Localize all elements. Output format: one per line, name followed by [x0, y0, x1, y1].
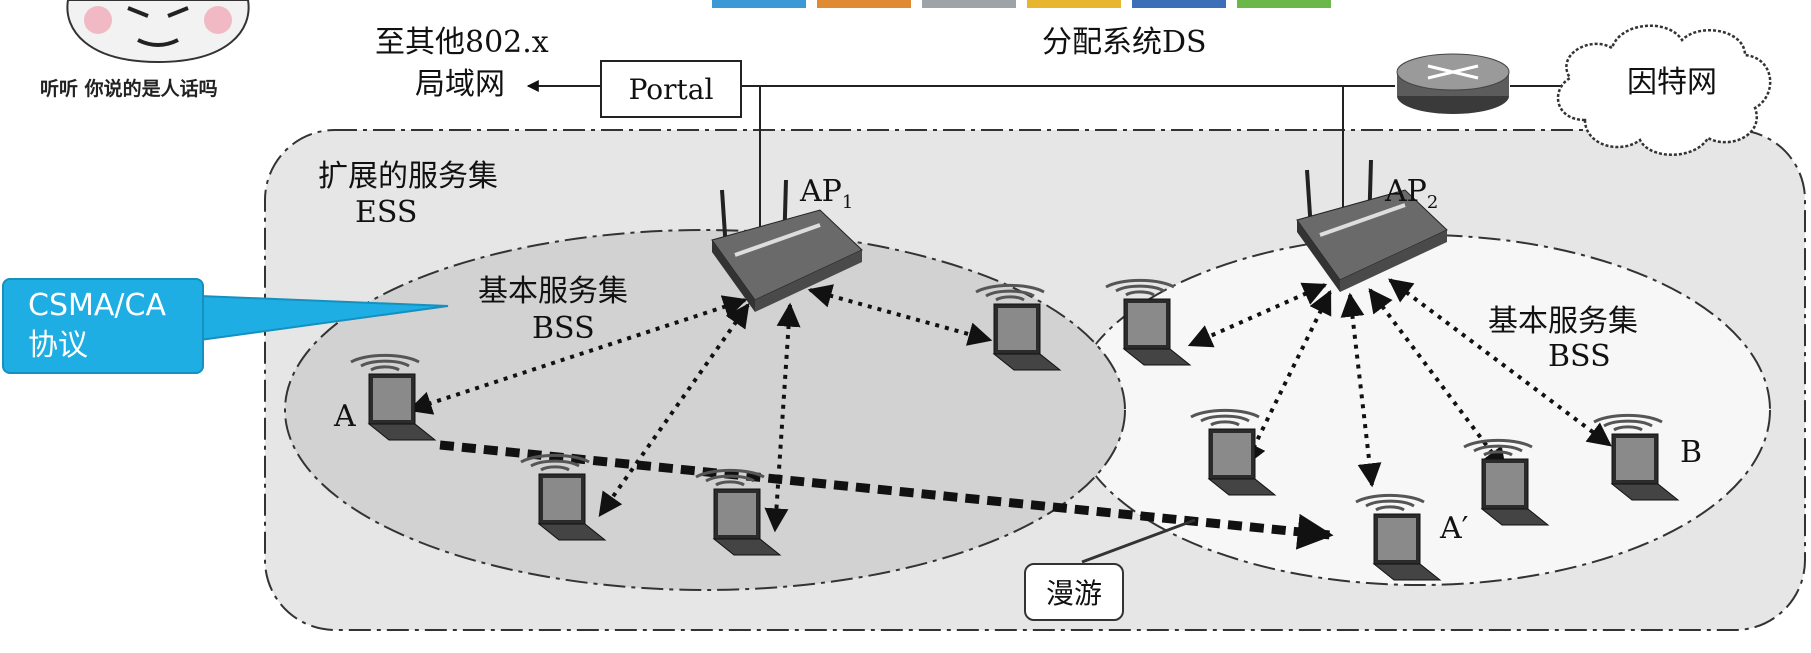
meme-face-image [66, 0, 250, 64]
callout-line1: CSMA/CA [28, 288, 166, 323]
csma-ca-callout: CSMA/CA 协议 [2, 278, 204, 374]
other-lan-label-line1: 至其他802.x [375, 25, 549, 60]
ap1-label: AP1 [800, 175, 853, 220]
callout-line2: 协议 [28, 328, 88, 363]
color-tab-2 [817, 0, 911, 8]
laptop-a-icon [350, 353, 437, 441]
ap1-device-icon [711, 179, 863, 312]
cloud-icon [1556, 24, 1772, 156]
color-tab-3 [922, 0, 1016, 8]
laptop-bottom-left-2-icon [695, 468, 782, 556]
laptop-right-1-icon [1105, 278, 1192, 366]
roaming-box: 漫游 [1024, 563, 1124, 621]
station-b-label: B [1680, 435, 1703, 470]
portal-label: Portal [628, 72, 714, 106]
laptop-right-3-icon [1463, 438, 1550, 526]
meme-caption: 听听 你说的是人话吗 [40, 78, 218, 100]
ap2-label: AP2 [1385, 175, 1438, 220]
portal-box: Portal [600, 60, 742, 118]
bss-left-label-line1: 基本服务集 [478, 274, 628, 309]
ap2-label-sub: 2 [1426, 192, 1439, 213]
laptop-b-icon [1593, 413, 1680, 501]
bss-left-links [407, 284, 993, 533]
roaming-label: 漫游 [1045, 577, 1102, 610]
ap2-device-icon [1296, 159, 1448, 292]
other-lan-label-line2: 局域网 [415, 67, 505, 102]
internet-label: 因特网 [1627, 65, 1717, 100]
roaming-path [439, 440, 1334, 550]
ds-label: 分配系统DS [1042, 25, 1207, 60]
bss-right-label-line1: 基本服务集 [1488, 304, 1638, 339]
ap1-label-text: AP [800, 174, 842, 209]
station-a-prime-label: A′ [1440, 511, 1469, 546]
laptop-right-2-icon [1190, 408, 1277, 496]
color-tab-5 [1132, 0, 1226, 8]
ap1-label-sub: 1 [841, 192, 854, 213]
laptop-bottom-left-1-icon [520, 453, 607, 541]
color-tab-4 [1027, 0, 1121, 8]
color-tab-1 [712, 0, 806, 8]
ap2-label-text: AP [1385, 174, 1427, 209]
router-icon [1396, 53, 1510, 114]
bss-left-label-line2: BSS [532, 311, 595, 346]
laptop-left-right-edge-icon [975, 283, 1062, 371]
bss-right-links [1187, 278, 1612, 488]
ess-label-line2: ESS [355, 195, 418, 230]
ess-label-line1: 扩展的服务集 [318, 159, 498, 194]
laptop-a-prime-icon [1355, 493, 1442, 581]
roaming-pointer [1081, 518, 1196, 564]
bss-right-label-line2: BSS [1548, 339, 1611, 374]
station-a-label: A [334, 399, 356, 434]
color-tab-6 [1237, 0, 1331, 8]
